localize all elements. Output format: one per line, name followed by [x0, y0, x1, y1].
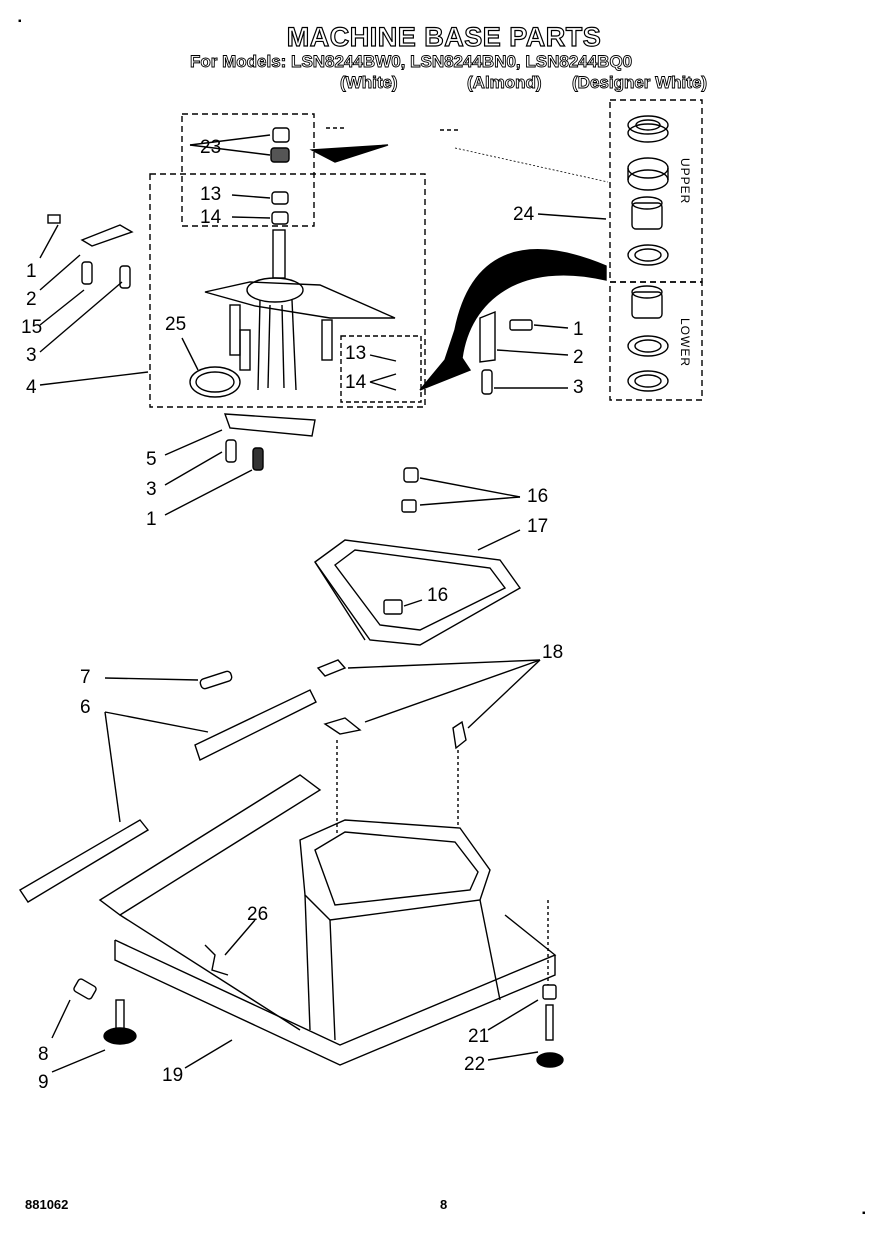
curved-arrow: [419, 249, 607, 391]
callout-21: 21: [468, 1026, 490, 1047]
upper-label: UPPER: [678, 158, 692, 205]
callout-1-lower: 1: [146, 509, 157, 530]
callout-3-lower: 3: [146, 479, 157, 500]
callout-26: 26: [247, 904, 269, 925]
screw-left: [47, 214, 61, 224]
spring-left-b: [119, 265, 131, 289]
model-list: For Models: LSN8244BW0, LSN8244BN0, LSN8…: [190, 52, 633, 72]
spring-right: [481, 369, 493, 395]
callout-1-right: 1: [573, 319, 584, 340]
callout-13: 13: [200, 184, 222, 205]
callout-6: 6: [80, 697, 91, 718]
callout-7: 7: [80, 667, 91, 688]
callout-2-right: 2: [573, 347, 584, 368]
spring-7: [199, 670, 233, 690]
callout-14-lower: 14: [345, 372, 367, 393]
lower-bearing-box: [340, 335, 422, 403]
callout-16-lower: 16: [427, 585, 449, 606]
color-white: (White): [340, 73, 398, 93]
upper-bearing-parts: [627, 115, 669, 266]
color-designer-white: (Designer White): [572, 73, 708, 93]
corner-mark: ▪: [862, 1208, 866, 1219]
bearing-stack: [270, 127, 290, 279]
bracket-lower: [223, 413, 316, 437]
callout-16: 16: [527, 486, 549, 507]
callout-1: 1: [26, 261, 37, 282]
tub-ring: [314, 467, 522, 646]
rail-lower: [19, 819, 150, 903]
footer-page: 8: [440, 1197, 448, 1212]
callout-15: 15: [21, 317, 43, 338]
drive-base: [189, 277, 396, 398]
callout-5: 5: [146, 449, 157, 470]
foot-plug: [73, 978, 97, 1000]
callout-4: 4: [26, 377, 37, 398]
color-almond: (Almond): [467, 73, 542, 93]
callout-17: 17: [527, 516, 549, 537]
drive-assembly-box: [149, 173, 426, 408]
foot-bolt-left: [115, 999, 125, 1031]
callout-14: 14: [200, 207, 222, 228]
callout-3-right: 3: [573, 377, 584, 398]
pointer-arrow: [309, 144, 389, 163]
lower-label: LOWER: [678, 318, 692, 368]
bracket-right: [479, 310, 496, 363]
page-title: MACHINE BASE PARTS: [286, 21, 602, 52]
callout-23: 23: [200, 137, 222, 158]
callout-13-lower: 13: [345, 343, 367, 364]
callout-18: 18: [542, 642, 564, 663]
screw-right: [509, 319, 533, 331]
footer-code: 881062: [25, 1197, 69, 1212]
corner-mark: ▪: [18, 16, 22, 27]
callout-3: 3: [26, 345, 37, 366]
rail-upper: [194, 689, 317, 761]
foot-spacer: [542, 984, 557, 1000]
callout-24: 24: [513, 204, 535, 225]
spring-left-a: [81, 261, 93, 285]
callout-8: 8: [38, 1044, 49, 1065]
callout-2: 2: [26, 289, 37, 310]
bracket-left: [80, 224, 134, 247]
lower-inset-box: [609, 281, 703, 401]
foot-bolt-right: [545, 1004, 554, 1041]
callout-9: 9: [38, 1072, 49, 1093]
callout-22: 22: [464, 1054, 486, 1075]
callout-19: 19: [162, 1065, 184, 1086]
top-bearing-box: [181, 113, 315, 227]
wire-26: [204, 944, 229, 976]
machine-base-frame: [98, 774, 557, 1066]
lower-bearing-parts: [627, 285, 669, 392]
callout-25: 25: [165, 314, 187, 335]
